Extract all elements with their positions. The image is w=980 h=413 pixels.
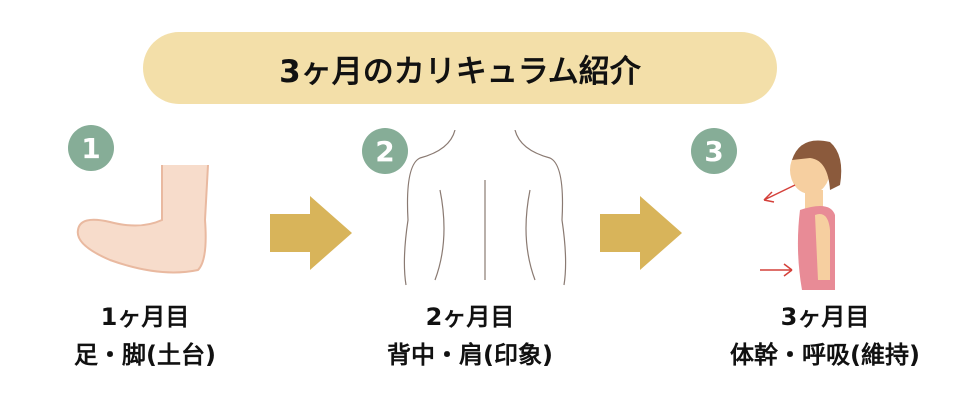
step-2-month: 2ヶ月目 (425, 303, 515, 331)
step-3-focus: 体幹・呼吸(維持) (730, 341, 920, 369)
step-1-badge: 1 (68, 125, 114, 171)
woman-breathing-illustration (760, 140, 842, 290)
back-illustration (403, 130, 567, 286)
step-2-label: 2ヶ月目 背中・肩(印象) (345, 298, 595, 374)
step-3-month: 3ヶ月目 (780, 303, 870, 331)
step-3-badge: 3 (691, 128, 737, 174)
step-3-label: 3ヶ月目 体幹・呼吸(維持) (680, 298, 970, 374)
step-1-month: 1ヶ月目 (100, 303, 190, 331)
step-1-focus: 足・脚(土台) (74, 341, 216, 369)
step-2-badge: 2 (362, 128, 408, 174)
arrow-right-icon (270, 196, 352, 270)
arrow-right-icon (600, 196, 682, 270)
foot-illustration (76, 164, 209, 274)
page-title: 3ヶ月のカリキュラム紹介 (143, 32, 777, 104)
step-2-focus: 背中・肩(印象) (387, 341, 553, 369)
step-1-label: 1ヶ月目 足・脚(土台) (20, 298, 270, 374)
